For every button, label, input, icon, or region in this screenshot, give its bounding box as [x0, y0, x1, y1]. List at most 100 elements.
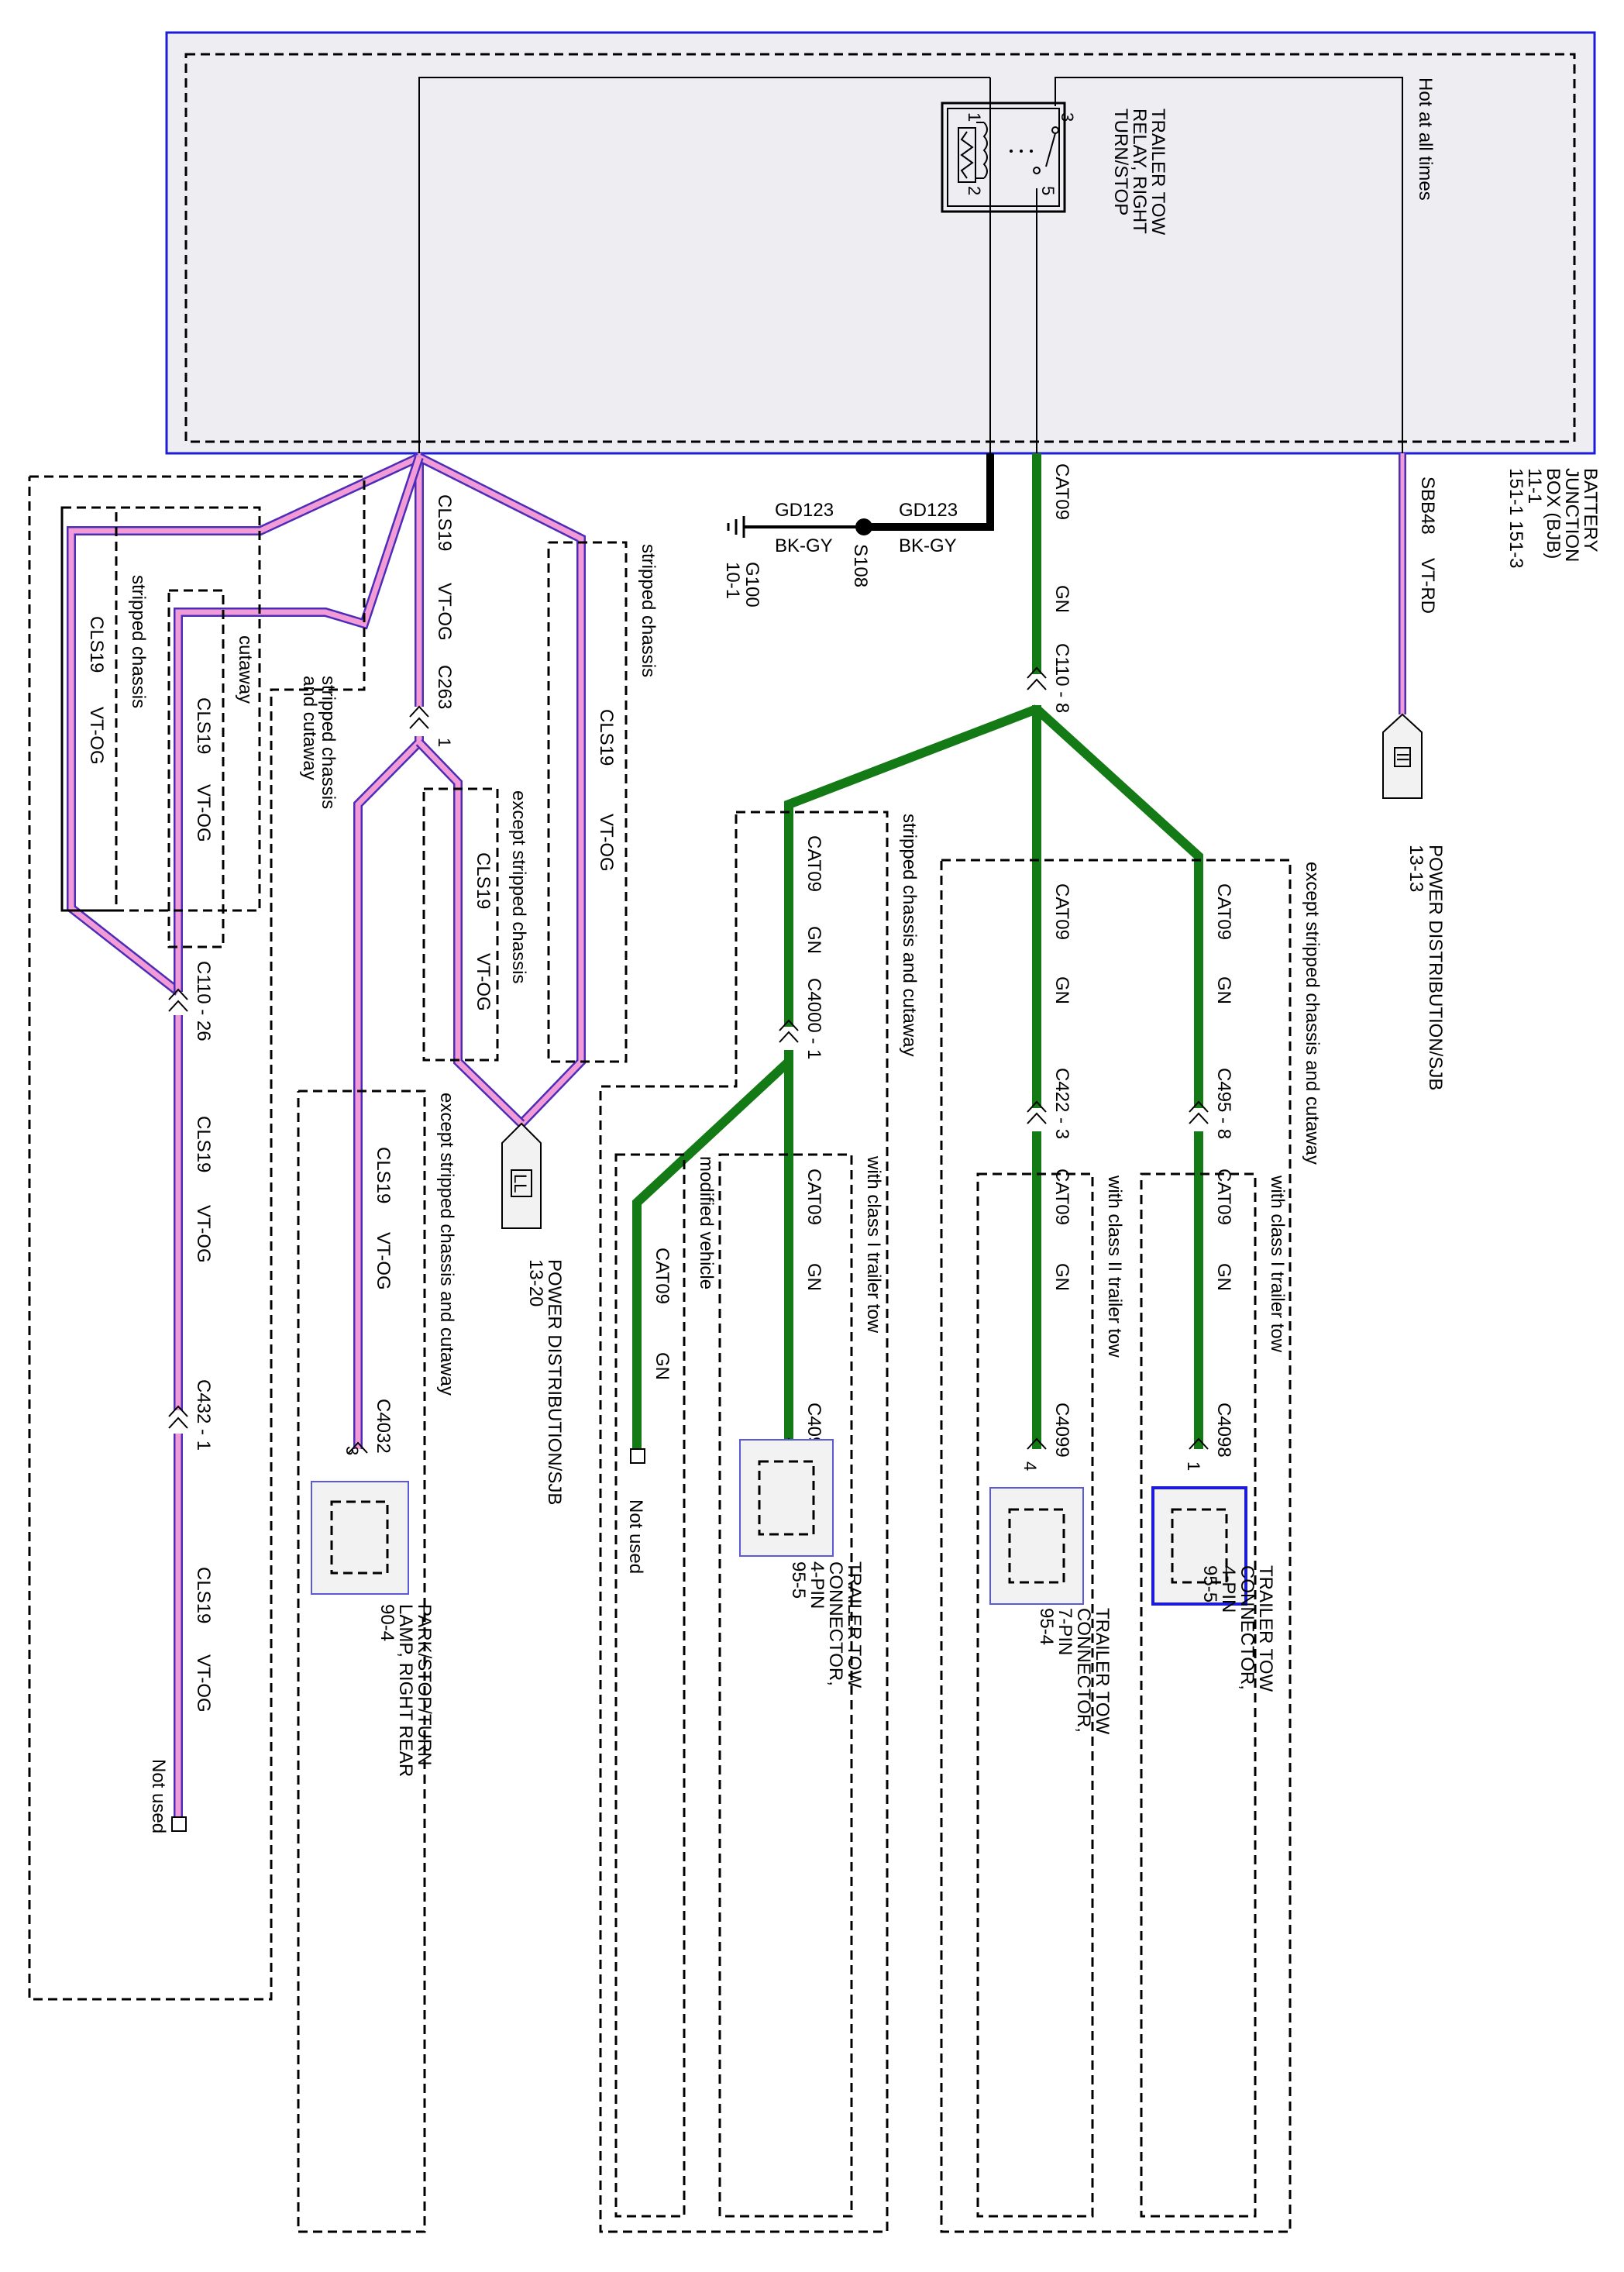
green-cat09-main: CAT09 [1051, 463, 1072, 520]
conn7-1: TRAILER TOW [1092, 1608, 1113, 1734]
green-class2: with class II trailer tow [1104, 1175, 1125, 1358]
trailer-tow-connector-4pin-a: TRAILER TOW CONNECTOR, 4-PIN 95-5 [1151, 1486, 1276, 1692]
relay-pin-1: 1 [965, 112, 984, 122]
hot-at-all-times: Hot at all times [1415, 77, 1436, 201]
battery-junction-box [165, 31, 1596, 455]
pd-ll-line-1: POWER DISTRIBUTION/SJB [544, 1259, 565, 1505]
green-pin1-b1: 1 [1184, 1461, 1203, 1471]
pink-cls19-ll: CLS19 [596, 709, 617, 766]
bkgy-upper: BK-GY [899, 535, 957, 556]
green-gn-b3b: GN [803, 1263, 824, 1291]
pink-option-boxes: stripped chassis except stripped chassis… [28, 475, 659, 2233]
relay-name-1: TRAILER TOW [1147, 108, 1168, 235]
pink-c263: C263 [434, 665, 455, 709]
relay-name-3: TURN/STOP [1110, 108, 1131, 215]
lamp-1: PARK/STOP/TURN [414, 1604, 435, 1765]
relay-pin-3: 3 [1058, 112, 1077, 122]
green-gn-main: GN [1051, 585, 1072, 613]
conn7-3: 7-PIN [1055, 1608, 1075, 1655]
bkgy-lower: BK-GY [775, 535, 833, 556]
park-stop-turn-lamp: PARK/STOP/TURN LAMP, RIGHT REAR 90-4 [311, 1481, 435, 1777]
pink-cls19-main: CLS19 [434, 494, 455, 551]
trailer-tow-connector-7pin: TRAILER TOW CONNECTOR, 7-PIN 95-4 [989, 1487, 1113, 1734]
pink-stripped-left: stripped chassis [128, 575, 149, 708]
green-cat09-b1b: CAT09 [1213, 1169, 1234, 1225]
bjb-name-5: 151-1 151-3 [1505, 468, 1526, 568]
pink-strip-cut-2: and cutaway [299, 676, 320, 780]
relay-name-2: RELAY, RIGHT [1129, 108, 1150, 234]
conn4a-2: CONNECTOR, [1237, 1565, 1258, 1690]
green-gn-b4: GN [652, 1352, 673, 1380]
pink-vtog-main: VT-OG [434, 583, 455, 641]
green-option-boxes: except stripped chassis and cutaway with… [599, 811, 1323, 2233]
conn4a-3: 4-PIN [1218, 1565, 1239, 1613]
green-gn-b1b: GN [1213, 1263, 1234, 1291]
green-cat09-b3b: CAT09 [803, 1169, 824, 1225]
pink-c4032: C4032 [373, 1399, 394, 1454]
pd-ii-symbol: II [1393, 752, 1412, 762]
pink-except-strip-cut: except stripped chassis and cutaway [436, 1093, 457, 1396]
pd-ll-line-2: 13-20 [525, 1259, 546, 1306]
trailer-tow-connector-4pin-b: TRAILER TOW CONNECTOR, 4-PIN 95-5 [739, 1439, 865, 1688]
green-c422: C422 - 3 [1051, 1068, 1072, 1139]
power-distribution-ii-arrow: II POWER DISTRIBUTION/SJB 13-13 [1382, 713, 1446, 1090]
green-gn-b2b: GN [1051, 1263, 1072, 1291]
power-distribution-ll-arrow: LL POWER DISTRIBUTION/SJB 13-20 [501, 1122, 565, 1505]
green-not-used: Not used [625, 1448, 646, 1574]
trailer-tow-relay: 1 2 3 5 [941, 102, 1077, 213]
relay-pin-5: 5 [1038, 186, 1058, 195]
green-c4000: C4000 - 1 [803, 978, 824, 1059]
lamp-2: LAMP, RIGHT REAR [395, 1604, 416, 1777]
pd-ll-symbol: LL [511, 1174, 530, 1193]
pink-cls19-strip: CLS19 [86, 616, 107, 673]
gd123-lower: GD123 [775, 500, 834, 521]
conn7-4: 95-4 [1036, 1608, 1057, 1645]
relay-pin-2: 2 [965, 186, 984, 195]
pd-ii-line-1: POWER DISTRIBUTION/SJB [1425, 845, 1446, 1090]
green-c4099: C4099 [1051, 1403, 1072, 1458]
pink-vtog-lo1: VT-OG [193, 1205, 214, 1263]
pink-cutaway: cutaway [235, 635, 256, 704]
pink-vtog-strip: VT-OG [86, 707, 107, 765]
conn4a-4: 95-5 [1199, 1565, 1220, 1602]
splice-s108: S108 [850, 544, 871, 587]
pink-stripped-right: stripped chassis [638, 544, 659, 677]
green-c110: C110 - 8 [1051, 643, 1072, 713]
pink-c110: C110 - 26 [193, 961, 214, 1041]
sbb48-color: VT-RD [1417, 558, 1438, 614]
green-cat09-b1: CAT09 [1213, 883, 1234, 940]
green-circuit: CAT09 GN C110 - 8 CAT09 GN C495 - 8 CAT0… [632, 453, 1234, 1471]
ground-g100: G100 [741, 562, 762, 608]
pink-vtog-c4032: VT-OG [373, 1232, 394, 1290]
conn4b-1: TRAILER TOW [844, 1561, 865, 1688]
pink-except-stripped: except stripped chassis [508, 790, 529, 983]
relay-label: TRAILER TOW RELAY, RIGHT TURN/STOP [1110, 108, 1168, 235]
pd-ii-line-2: 13-13 [1406, 845, 1426, 892]
green-class1-a: with class I trailer tow [1267, 1175, 1288, 1353]
pink-strip-cut-1: stripped chassis [318, 676, 339, 809]
conn4b-2: CONNECTOR, [825, 1561, 846, 1686]
green-cat09-b4: CAT09 [652, 1248, 673, 1304]
conn4b-3: 4-PIN [807, 1561, 827, 1609]
green-cat09-b2b: CAT09 [1051, 1169, 1072, 1225]
green-gn-b2: GN [1051, 976, 1072, 1004]
bjb-name-4: 11-1 [1524, 468, 1545, 504]
pink-vtog-exc: VT-OG [473, 953, 494, 1011]
bjb-name-2: JUNCTION [1561, 468, 1582, 562]
green-class1-b: with class I trailer tow [863, 1155, 884, 1334]
green-gn-b1: GN [1213, 976, 1234, 1004]
green-cat09-b2: CAT09 [1051, 883, 1072, 940]
sbb48-wire: SBB48 VT-RD [1399, 453, 1438, 714]
pink-cls19-exc: CLS19 [473, 852, 494, 909]
sbb48-circuit: SBB48 [1417, 477, 1438, 535]
pink-cls19-lo1: CLS19 [193, 1116, 214, 1172]
green-gn-b3: GN [803, 926, 824, 954]
ground-circuit: GD123 BK-GY GD123 BK-GY S108 G100 10-1 [722, 453, 994, 608]
pink-cls19-c4032: CLS19 [373, 1147, 394, 1203]
pink-circuit: CLS19 VT-OG C263 1 CLS19 VT-OG CLS19 VT-… [67, 453, 617, 1817]
conn7-2: CONNECTOR, [1073, 1608, 1094, 1733]
green-except-note: except stripped chassis and cutaway [1302, 862, 1323, 1165]
pink-cls19-cut: CLS19 [193, 697, 214, 754]
green-strip-note: stripped chassis and cutaway [899, 814, 920, 1057]
pink-c4032-pin: 3 [342, 1446, 362, 1455]
